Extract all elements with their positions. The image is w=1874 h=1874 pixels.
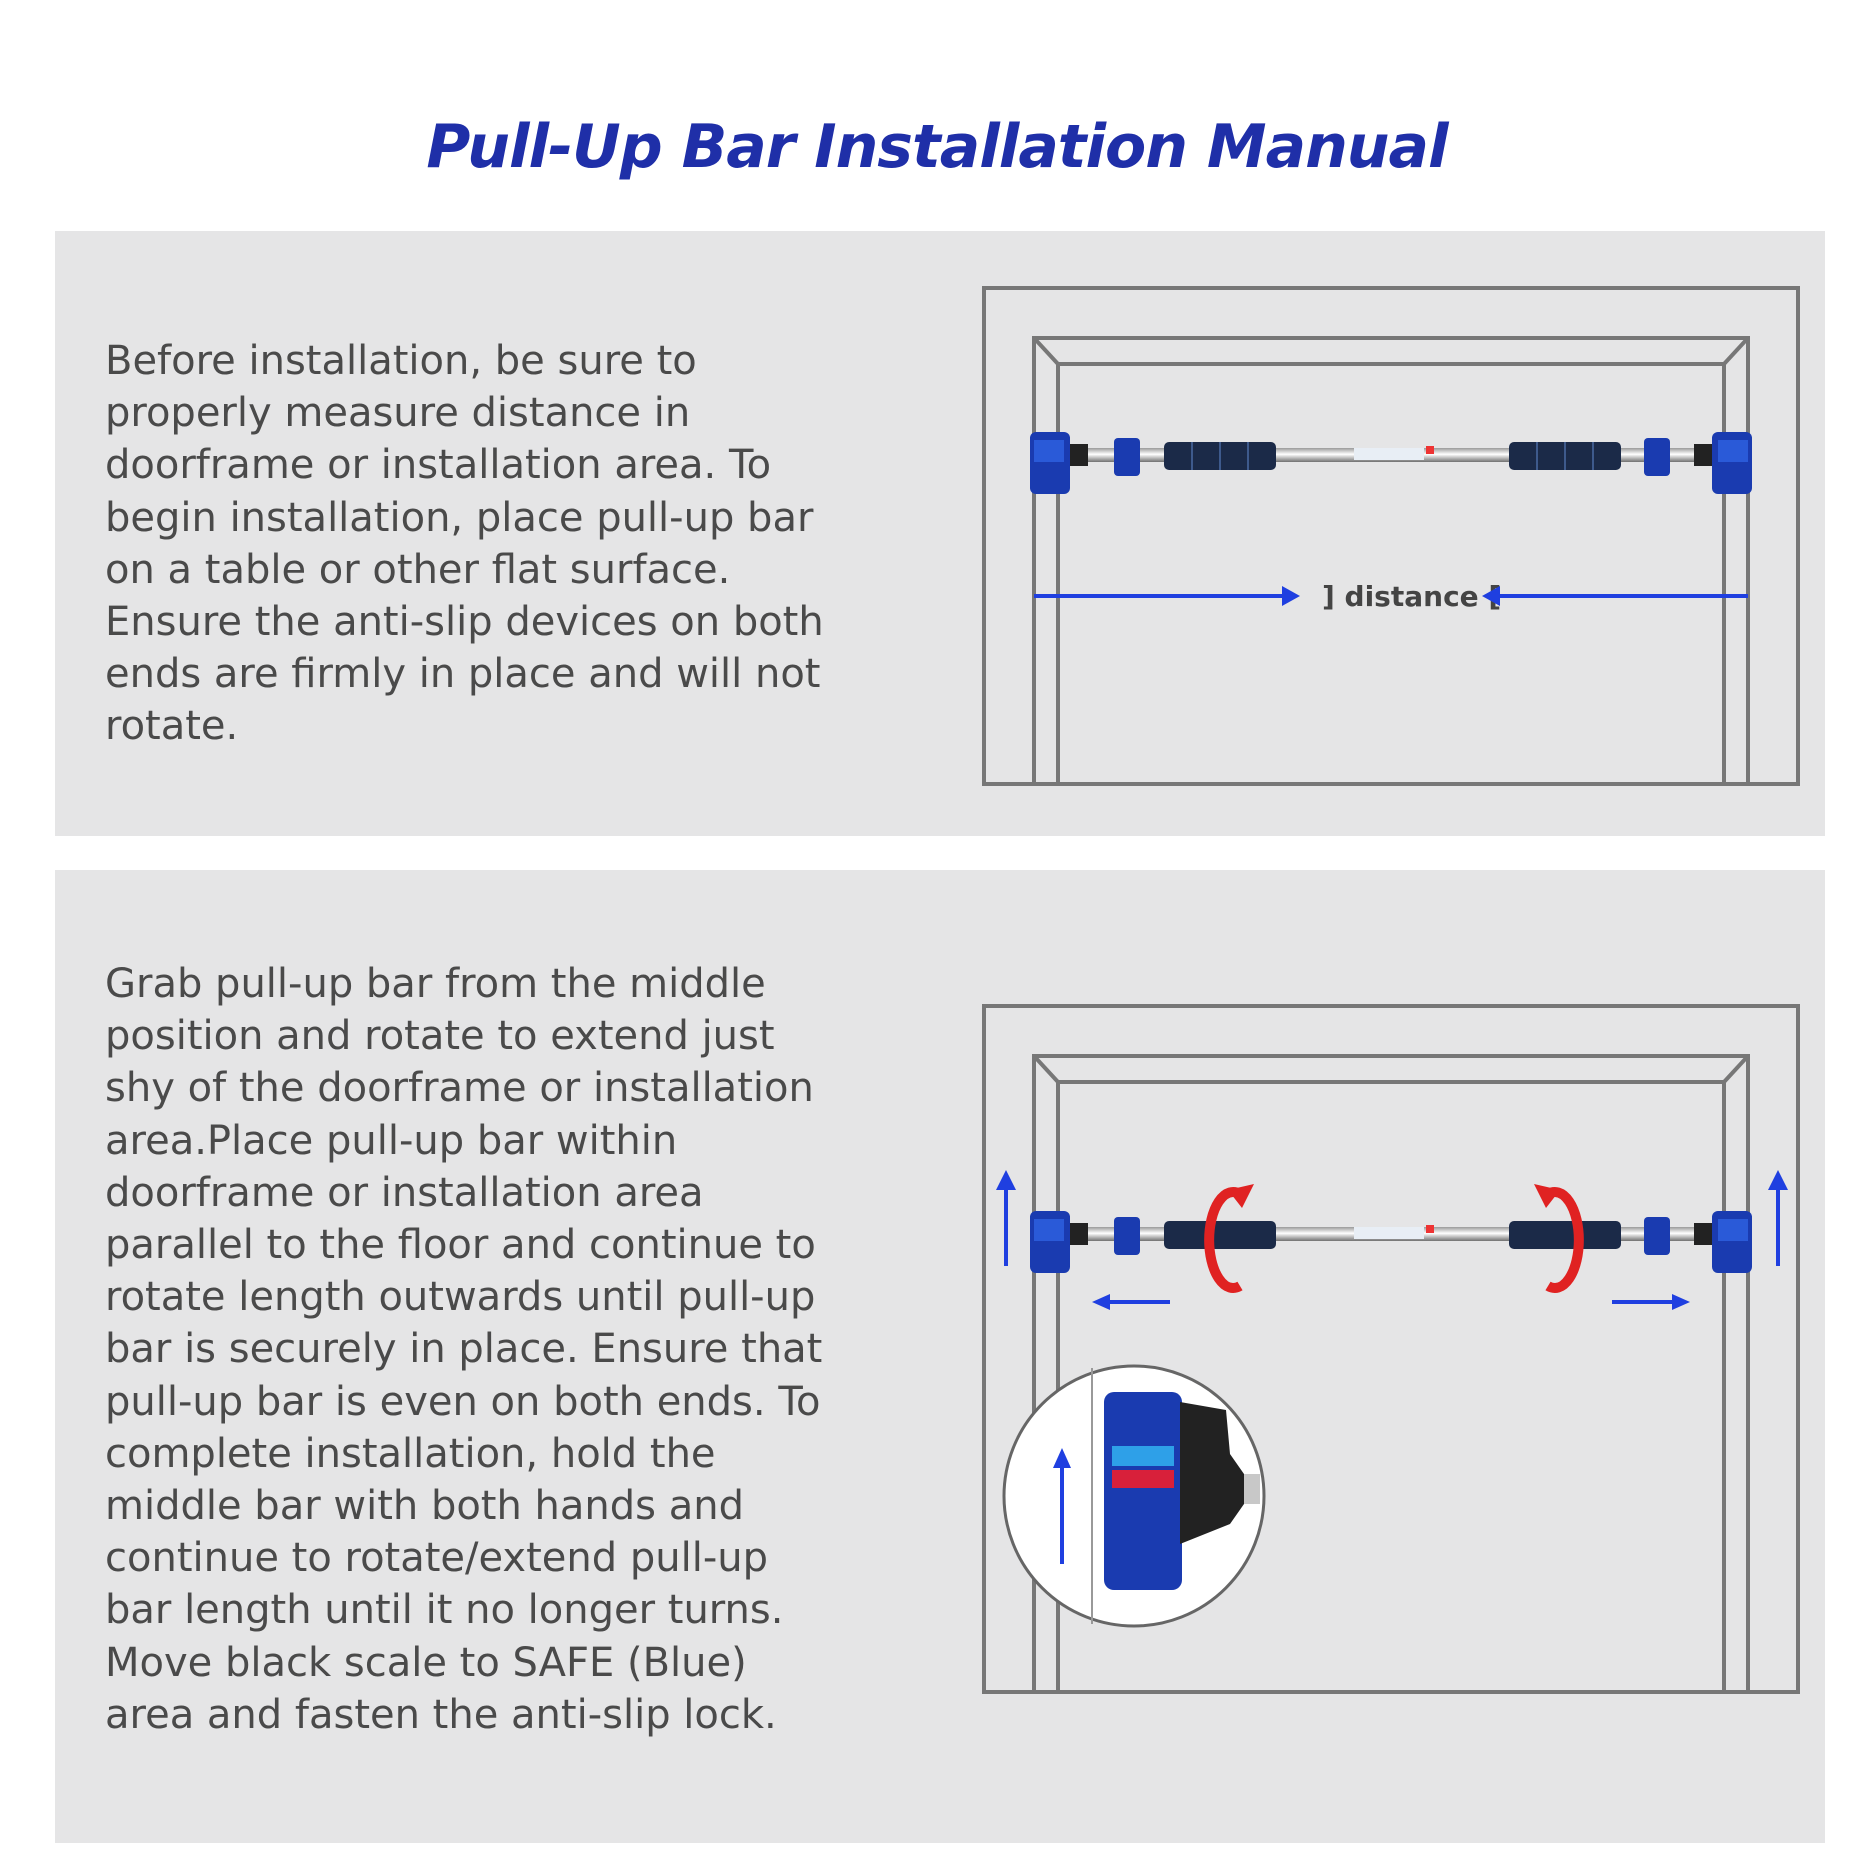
step-1-text: Before installation, be sure to properly… <box>105 338 824 750</box>
pull-up-bar <box>1030 432 1752 494</box>
door-frame <box>982 286 1800 786</box>
pull-up-bar <box>1030 1211 1752 1273</box>
step-1-panel: Before installation, be sure to properly… <box>55 231 1825 836</box>
measure-arrow-right-icon <box>1034 586 1300 606</box>
extend-arrow-icon <box>1092 1294 1690 1310</box>
step-2-diagram <box>982 1004 1800 1694</box>
distance-label: ] distance [ <box>1322 580 1501 613</box>
rotate-arrow-icon <box>1204 1187 1584 1293</box>
door-frame <box>982 1004 1800 1694</box>
step-2-panel: Grab pull-up bar from the middle positio… <box>55 870 1825 1843</box>
zoom-detail-icon <box>1002 1364 1266 1628</box>
up-arrow-icon <box>996 1170 1788 1266</box>
step-2-text: Grab pull-up bar from the middle positio… <box>105 961 823 1738</box>
measure-arrow-left-icon <box>1482 586 1748 606</box>
page-title: Pull-Up Bar Installation Manual <box>426 112 1448 182</box>
step-1-diagram: ] distance [ <box>982 286 1800 786</box>
